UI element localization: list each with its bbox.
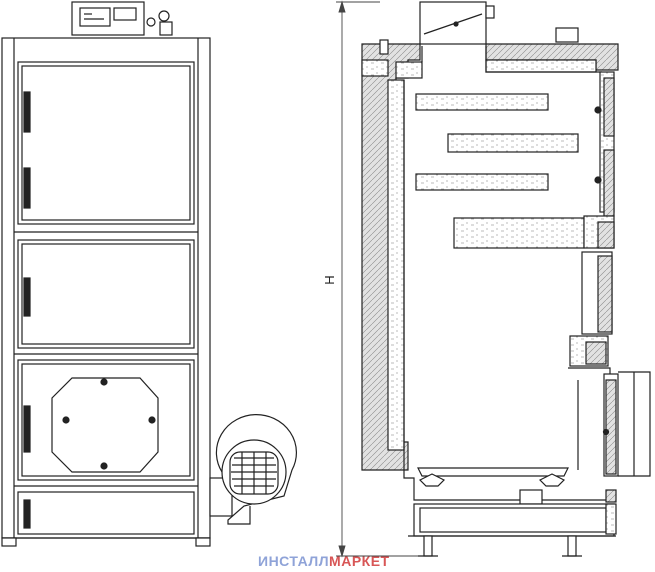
door-handle-icon	[23, 277, 31, 317]
control-panel	[71, 1, 173, 36]
baffle	[415, 93, 549, 111]
upper-door	[17, 61, 195, 225]
watermark: ИНСТАЛЛ МАРКЕТ	[258, 552, 390, 570]
section-view	[361, 1, 651, 557]
middle-door	[17, 239, 195, 349]
door-handle-icon	[23, 167, 31, 209]
door-handle-icon	[23, 405, 31, 453]
front-view	[1, 1, 297, 547]
ash-pan	[413, 489, 617, 537]
cleanout-door	[17, 491, 195, 535]
door-handle-icon	[23, 499, 31, 529]
baffle	[447, 133, 579, 153]
flue-collar	[419, 1, 579, 45]
baffle	[415, 173, 549, 191]
fan-blower	[209, 414, 297, 525]
height-label: H	[322, 275, 337, 284]
door-handle-icon	[23, 91, 31, 133]
watermark-left: ИНСТАЛЛ	[258, 553, 330, 569]
height-dimension	[336, 0, 420, 558]
grate	[417, 467, 569, 505]
baffle	[453, 217, 585, 249]
water-jacket-left	[387, 79, 405, 451]
ash-door	[17, 359, 195, 481]
watermark-right: МАРКЕТ	[329, 553, 390, 569]
